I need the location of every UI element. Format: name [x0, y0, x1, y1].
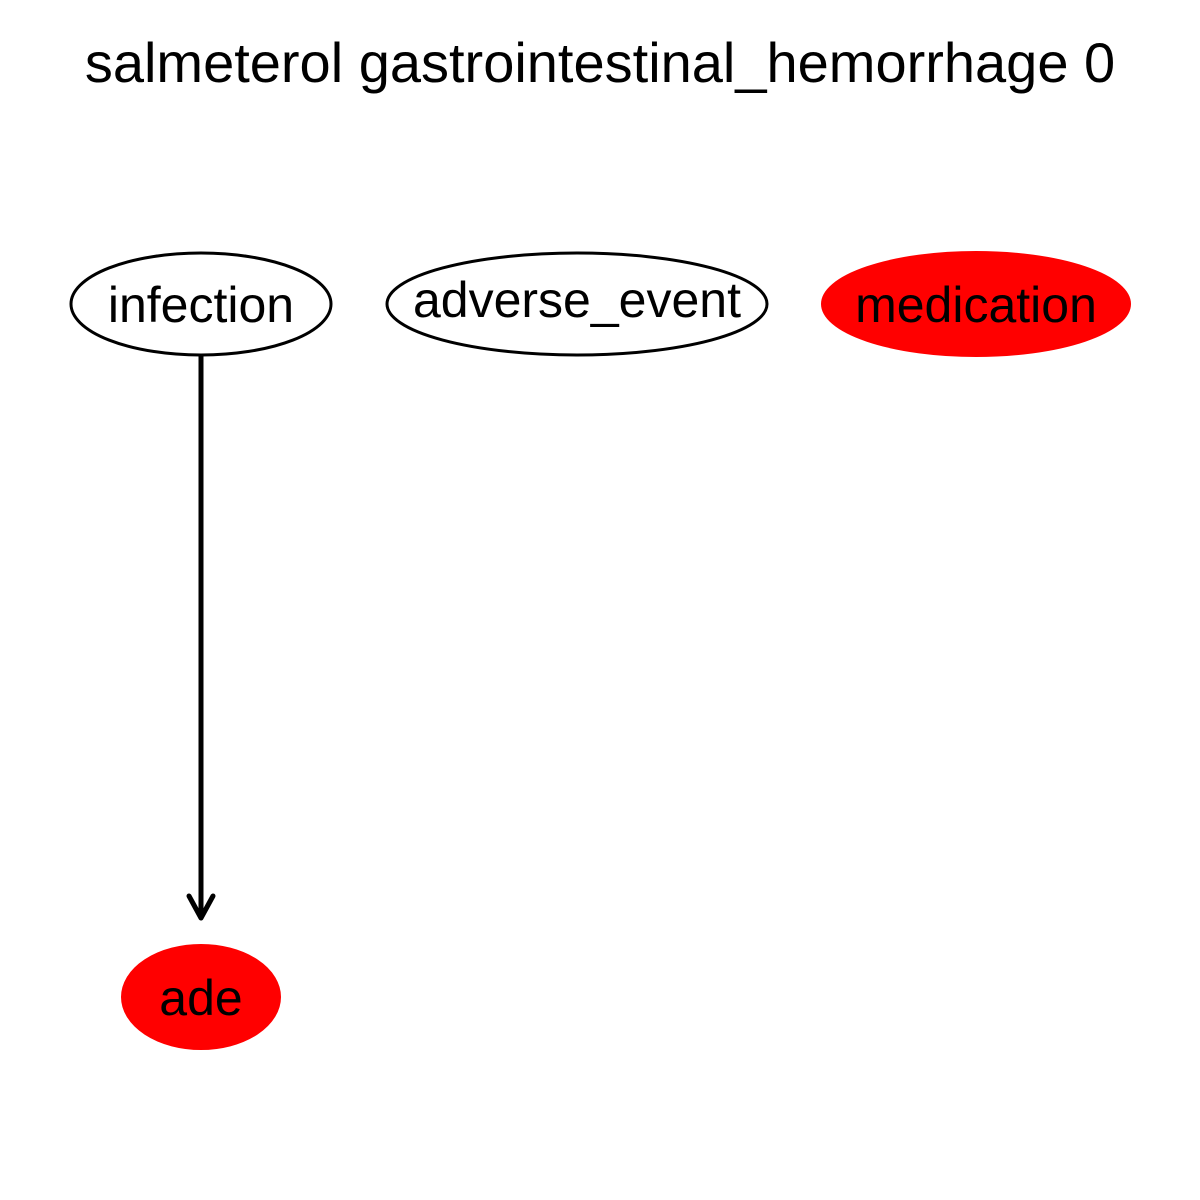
- node-label: infection: [108, 277, 294, 333]
- node-ade[interactable]: ade: [121, 944, 281, 1050]
- edge-infection-to-ade: [186, 355, 216, 921]
- node-adverse-event[interactable]: adverse_event: [385, 251, 769, 357]
- node-shape: [821, 251, 1131, 357]
- graph-title: salmeterol gastrointestinal_hemorrhage 0: [85, 31, 1115, 94]
- node-medication[interactable]: medication: [821, 251, 1131, 357]
- node-label: medication: [855, 277, 1097, 333]
- node-label: adverse_event: [413, 272, 741, 328]
- node-infection[interactable]: infection: [69, 251, 333, 357]
- arrowhead-icon: [186, 893, 216, 921]
- node-shape: [121, 944, 281, 1050]
- node-label: ade: [159, 970, 242, 1026]
- node-shape: [69, 251, 333, 357]
- node-shape: [385, 251, 769, 357]
